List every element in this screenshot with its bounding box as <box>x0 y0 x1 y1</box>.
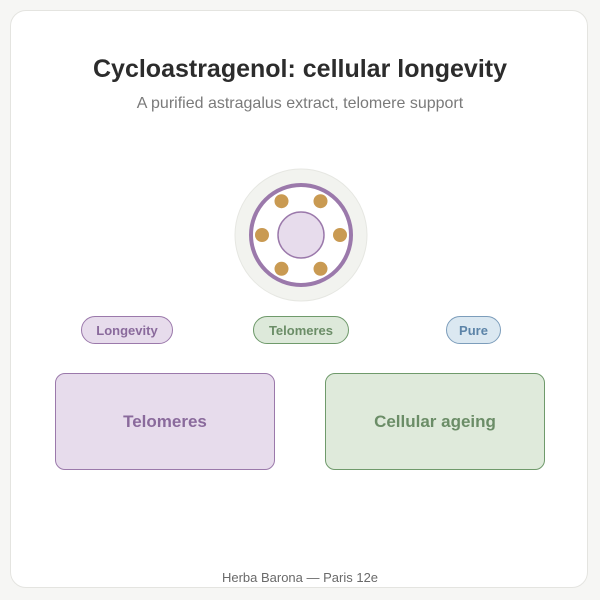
emblem-dot <box>333 228 347 242</box>
tag-longevity: Longevity <box>81 316 173 344</box>
box-telomeres: Telomeres <box>55 373 275 470</box>
molecule-emblem-icon <box>234 168 368 302</box>
emblem-dot <box>313 194 328 209</box>
page-title: Cycloastragenol: cellular longevity <box>92 55 507 83</box>
page-subtitle: A purified astragalus extract, telomere … <box>136 95 464 112</box>
emblem-dot <box>255 228 269 242</box>
emblem-core <box>277 211 325 259</box>
tag-pure: Pure <box>446 316 501 344</box>
box-cellular-ageing: Cellular ageing <box>325 373 545 470</box>
diagram-card: Cycloastragenol: cellular longevity A pu… <box>10 10 588 588</box>
emblem-dot <box>274 261 289 276</box>
tag-telomeres: Telomeres <box>253 316 349 344</box>
emblem-dot <box>274 194 289 209</box>
footer-credit: Herba Barona — Paris 12e <box>221 570 379 585</box>
emblem-dot <box>313 261 328 276</box>
